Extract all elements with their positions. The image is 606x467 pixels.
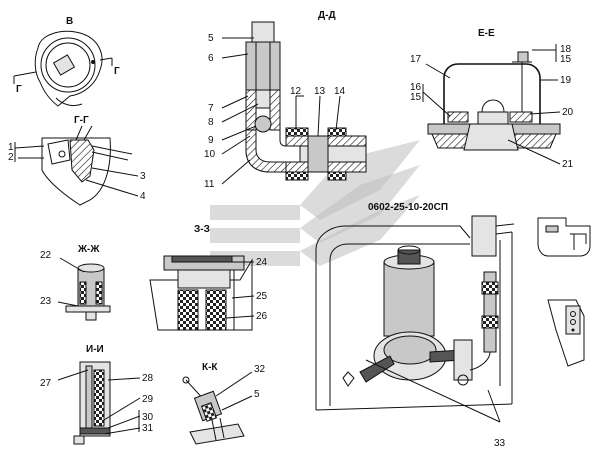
callout-28: 28 [142,373,154,384]
callout-33: 33 [494,438,506,449]
callout-8: 8 [208,117,214,128]
callout-7: 7 [208,103,214,114]
callout-12: 12 [290,86,302,97]
callout-19: 19 [560,75,572,86]
callout-5: 5 [208,33,214,44]
callout-27: 27 [40,378,52,389]
callout-23: 23 [40,296,52,307]
callout-1: 1 [8,142,14,153]
section-mark-g-left: Г [16,84,22,95]
callout-15-left: 15 [410,92,422,103]
callout-11: 11 [204,179,215,190]
view-ii: И-И 27 28 29 30 31 [40,344,154,445]
main-assembly-view: 33 [315,215,515,449]
callout-2: 2 [8,152,14,163]
view-zz: З-З 24 25 26 [149,224,268,331]
view-b: В Г Г [13,16,120,107]
callout-14: 14 [334,86,346,97]
callout-32: 32 [254,364,266,375]
callout-13: 13 [314,86,326,97]
detail-right-top [537,217,591,257]
callout-6: 6 [208,53,214,64]
view-b-title: В [66,16,73,27]
callout-15-right: 15 [560,54,572,65]
callout-30: 30 [142,412,154,423]
callout-20: 20 [562,107,574,118]
callout-26: 26 [256,311,268,322]
callout-5-kk: 5 [254,389,260,400]
callout-10: 10 [204,149,216,160]
callout-29: 29 [142,394,154,405]
view-ee: Е-Е 17 16 15 18 15 19 20 21 [410,28,574,170]
callout-25: 25 [256,291,268,302]
callout-31: 31 [142,423,154,434]
view-ee-title: Е-Е [478,28,495,39]
callout-17: 17 [410,54,422,65]
detail-right-bottom [547,299,585,367]
callout-3: 3 [140,171,146,182]
drawing-code: 0602-25-10-20СП [368,202,448,213]
view-kk-title: К-К [202,362,218,373]
view-gg-title: Г-Г [74,115,89,126]
callout-18: 18 [560,44,572,55]
view-zz-title: З-З [194,224,210,235]
view-gg: Г-Г 1 2 3 4 [8,115,146,206]
callout-9: 9 [208,135,214,146]
callout-24: 24 [256,257,268,268]
view-dd: Д-Д 5 6 7 8 9 10 11 [204,10,367,190]
view-ii-title: И-И [86,344,104,355]
callout-16: 16 [410,82,422,93]
section-mark-g-right: Г [114,66,120,77]
callout-22: 22 [40,250,52,261]
callout-21: 21 [562,159,574,170]
view-zhzh-title: Ж-Ж [77,244,100,255]
view-zhzh: Ж-Ж 22 23 [40,244,111,321]
view-kk: К-К 32 5 [182,362,266,445]
callout-4: 4 [140,191,146,202]
view-dd-title: Д-Д [318,10,336,21]
